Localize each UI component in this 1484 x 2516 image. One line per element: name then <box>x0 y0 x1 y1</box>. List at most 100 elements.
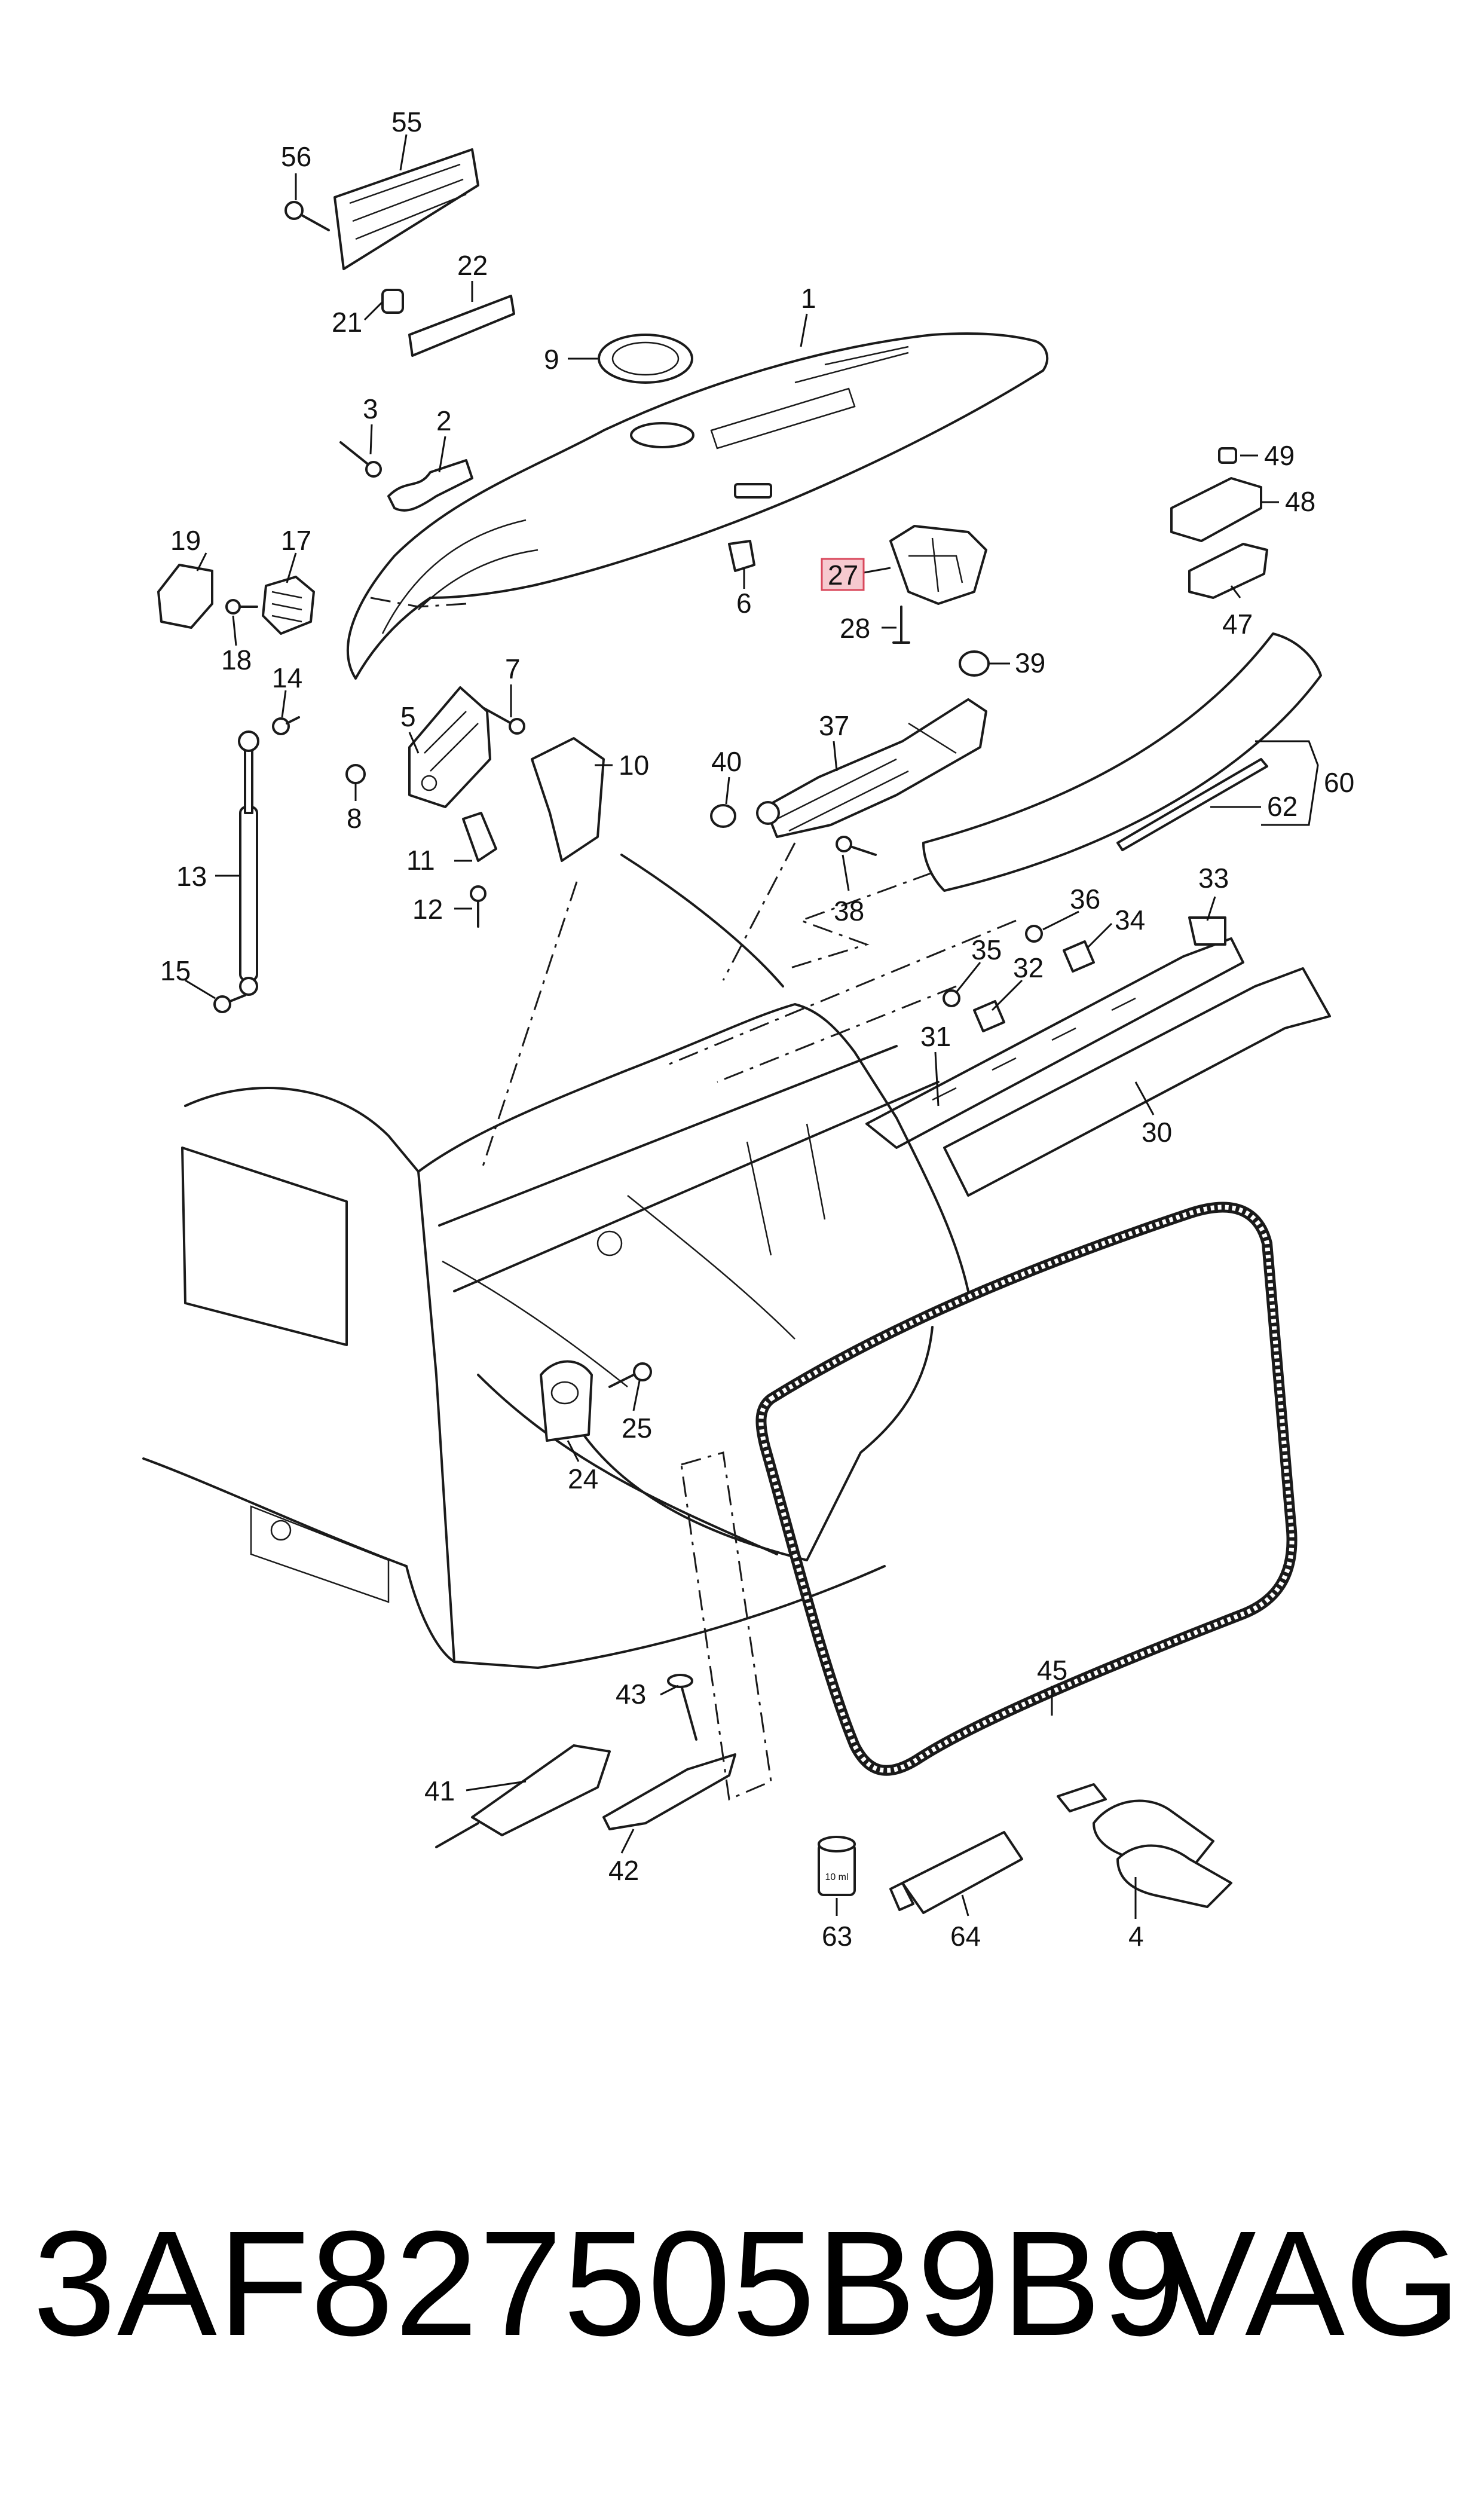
label-43: 43 <box>616 1679 646 1710</box>
label-5: 5 <box>400 701 416 732</box>
part-14-ball-stud <box>272 716 300 735</box>
part-2-bracket <box>387 459 473 512</box>
label-2: 2 <box>436 405 452 436</box>
part-35-washer <box>943 989 960 1007</box>
part-7-bolt <box>483 707 525 735</box>
tube-63-volume-label: 10 ml <box>825 1872 848 1882</box>
label-9: 9 <box>544 344 559 375</box>
part-22-plate <box>408 295 515 357</box>
part-63-bottle: 10 ml <box>818 1836 856 1896</box>
part-25-bolt <box>608 1362 652 1388</box>
part-28-bolt <box>892 606 910 644</box>
part-27-lock <box>889 525 987 605</box>
label-48: 48 <box>1285 486 1315 517</box>
label-35: 35 <box>971 934 1002 965</box>
label-40: 40 <box>711 746 742 777</box>
label-49: 49 <box>1264 440 1295 471</box>
label-18: 18 <box>221 644 252 675</box>
part-6-plug <box>728 540 755 572</box>
leader-lines <box>185 134 1319 1919</box>
part-49-clip <box>1218 447 1237 464</box>
part-56-screw <box>284 201 330 231</box>
part-64-tube <box>889 1831 1023 1914</box>
label-36: 36 <box>1070 883 1100 915</box>
part-62-strip <box>1116 758 1268 851</box>
label-19: 19 <box>170 525 201 556</box>
part-30-rear-panel-trim <box>943 967 1331 1197</box>
label-28: 28 <box>840 613 870 644</box>
part-27-highlight <box>821 558 865 591</box>
label-11: 11 <box>406 845 435 876</box>
label-33: 33 <box>1198 863 1229 894</box>
label-8: 8 <box>347 803 362 834</box>
label-64: 64 <box>950 1921 981 1952</box>
label-62: 62 <box>1267 791 1298 822</box>
part-21-clip <box>381 289 404 314</box>
label-42: 42 <box>608 1855 639 1886</box>
label-41: 41 <box>424 1775 455 1806</box>
label-39: 39 <box>1015 647 1045 678</box>
vehicle-rear-body <box>142 854 969 1669</box>
label-3: 3 <box>363 393 378 424</box>
label-21: 21 <box>332 307 362 338</box>
part-5-hinge <box>408 686 491 808</box>
part-42-lever <box>602 1753 736 1830</box>
part-number: 3AF827505B9B9 <box>33 2200 1187 2367</box>
label-47: 47 <box>1222 609 1253 640</box>
part-38-screw <box>836 836 877 856</box>
label-45: 45 <box>1037 1655 1067 1686</box>
part-45-seal <box>755 1202 1298 1776</box>
part-8-nut <box>345 764 366 784</box>
label-63: 63 <box>822 1921 852 1952</box>
part-39-grommet <box>959 650 990 677</box>
part-34-clip <box>1063 940 1095 973</box>
part-12-bolt <box>470 885 486 928</box>
footer: 3AF827505B9B9 VAG <box>0 2176 1484 2391</box>
part-47-switch <box>1188 543 1268 599</box>
part-31-rail <box>865 937 1244 1149</box>
part-18-screw <box>225 599 258 615</box>
label-4: 4 <box>1128 1921 1144 1952</box>
label-10: 10 <box>619 750 649 781</box>
part-9-emblem <box>598 334 693 384</box>
label-14: 14 <box>272 662 302 693</box>
part-36-washer <box>1025 925 1043 943</box>
exploded-parts-diagram: 10 ml <box>142 106 1354 1952</box>
label-56: 56 <box>281 141 311 172</box>
assembly-lines <box>370 597 1017 1801</box>
label-15: 15 <box>160 955 191 986</box>
part-labels: 55 56 21 22 1 9 3 2 6 27 28 39 37 40 38 … <box>160 106 1354 1952</box>
label-24: 24 <box>568 1463 598 1494</box>
label-31: 31 <box>920 1021 951 1052</box>
label-55: 55 <box>391 106 422 137</box>
label-34: 34 <box>1115 904 1145 936</box>
label-38: 38 <box>834 895 864 927</box>
part-37-actuator <box>756 698 987 838</box>
part-33-bracket <box>1188 916 1226 946</box>
label-6: 6 <box>736 588 752 619</box>
part-43-bolt <box>667 1674 697 1741</box>
part-3-rivet <box>339 441 382 478</box>
label-1: 1 <box>801 283 816 314</box>
label-17: 17 <box>281 525 311 556</box>
part-19-cap <box>157 564 213 629</box>
part-1-tailgate-panel <box>346 332 1049 680</box>
part-48-handle <box>1170 477 1262 542</box>
label-22: 22 <box>457 250 488 281</box>
brand-name: VAG <box>1156 2200 1461 2367</box>
label-32: 32 <box>1013 952 1044 983</box>
label-27: 27 <box>828 560 858 591</box>
part-13-gas-strut <box>238 730 259 996</box>
label-25: 25 <box>622 1413 652 1444</box>
part-41-cable <box>435 1744 611 1848</box>
label-30: 30 <box>1142 1117 1172 1148</box>
label-60: 60 <box>1324 767 1354 798</box>
part-24-latch-striker <box>540 1360 593 1442</box>
part-15-ball-stud <box>213 994 246 1013</box>
part-11-bracket <box>462 812 497 862</box>
part-4-cartridge <box>1057 1783 1232 1908</box>
part-32-clip <box>973 1000 1005 1032</box>
part-60-spoiler <box>922 632 1322 892</box>
part-10-cover <box>531 737 605 862</box>
part-40-cap <box>710 804 736 828</box>
